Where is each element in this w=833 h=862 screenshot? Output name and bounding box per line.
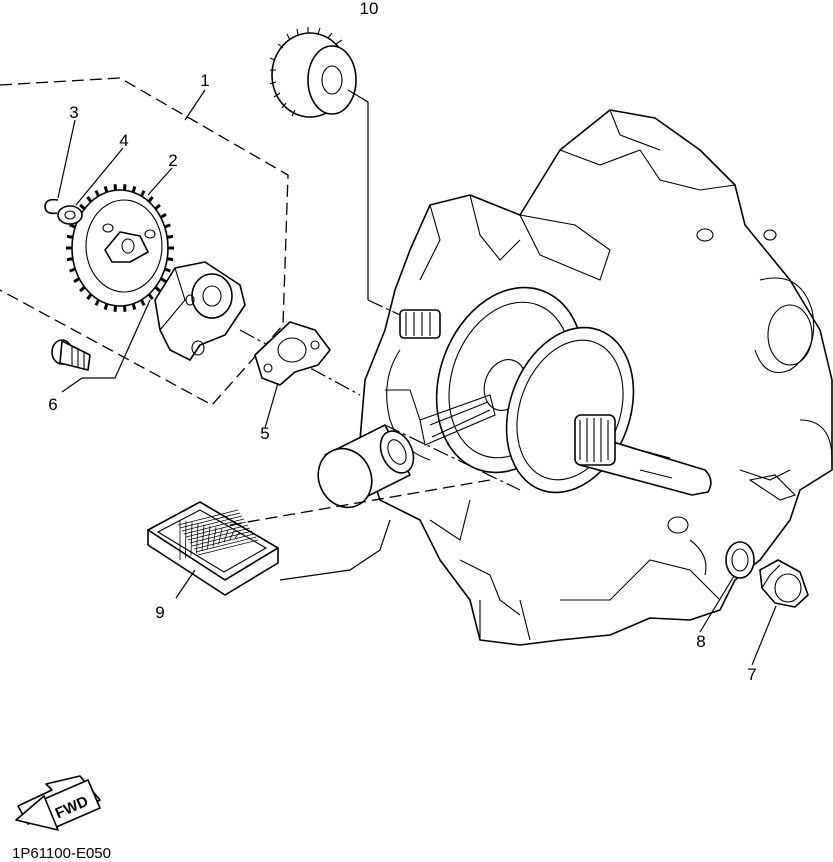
part-8-gasket-ring [725,541,755,579]
crankshaft [399,286,712,496]
callout-9: 9 [155,603,164,622]
mesh-line [187,524,249,541]
crank-spline-gear [574,414,616,466]
callout-1: 1 [200,71,209,90]
gear-tooth [131,303,137,310]
mesh-line [197,539,259,556]
gear-tooth [160,213,167,219]
mesh-line [189,527,251,544]
gear-tooth [154,285,161,293]
mesh-line [229,530,235,541]
gear-tooth [122,305,127,312]
gear-tooth [160,277,167,283]
fwd-arrow-icon: FWD [15,775,101,831]
gear-tooth [69,223,76,229]
mesh-line [193,533,255,550]
gear-tooth [66,234,74,239]
mesh-line [183,518,245,535]
gear-tooth [86,196,93,203]
strainer-housing [317,424,521,509]
mesh-line [234,531,241,539]
gear-tooth [94,299,100,306]
gear-tooth [113,305,118,312]
mesh-line [177,509,239,526]
oil-pump-body [154,261,361,396]
gear-tooth [73,277,80,283]
gear-tooth [103,303,109,310]
part-7-drain-plug [759,559,809,608]
gear-tooth [166,234,174,239]
part-2-pump-gear [66,184,174,312]
diagram-code: 1P61100-E050 [12,845,111,862]
mesh-line [223,529,229,543]
gear-tooth [94,190,100,197]
callout-2: 2 [168,151,177,170]
gear-tooth [164,223,171,229]
callout-5: 5 [260,424,269,443]
gear-tooth [103,186,109,193]
gear-tooth [66,257,74,262]
leader-lines [57,89,777,666]
gear-tooth [147,293,154,300]
callout-4: 4 [119,131,128,150]
gear-tooth [69,267,76,273]
mesh-line [218,528,223,545]
callout-8: 8 [696,632,705,651]
gear-tooth [154,203,161,211]
gear-tooth [122,184,127,191]
gear-tooth [164,267,171,273]
gear-tooth [140,299,146,306]
mesh-line [181,515,243,532]
part-4-washer [57,205,83,225]
pump-assembly-boundary [0,77,289,406]
gear-tooth [147,196,154,203]
gear-tooth [86,293,93,300]
gear-tooth [166,257,174,262]
part-10-gear [269,27,401,316]
part-6-bolt [51,339,91,371]
part-9-oil-strainer [147,479,491,596]
callout-10: 10 [360,0,379,18]
gear-tooth [79,285,86,293]
part-3-circlip [44,198,59,215]
gear-tooth [79,203,86,211]
mesh-line [179,512,241,529]
mesh-line [195,536,257,553]
gear-tooth [140,190,146,197]
callout-3: 3 [69,103,78,122]
mesh-line [185,521,187,558]
callout-6: 6 [48,395,57,414]
gear-tooth [131,186,137,193]
gear-tooth [113,184,118,191]
callout-7: 7 [747,665,756,684]
mesh-line [191,530,253,547]
part-5-gasket [254,321,331,386]
